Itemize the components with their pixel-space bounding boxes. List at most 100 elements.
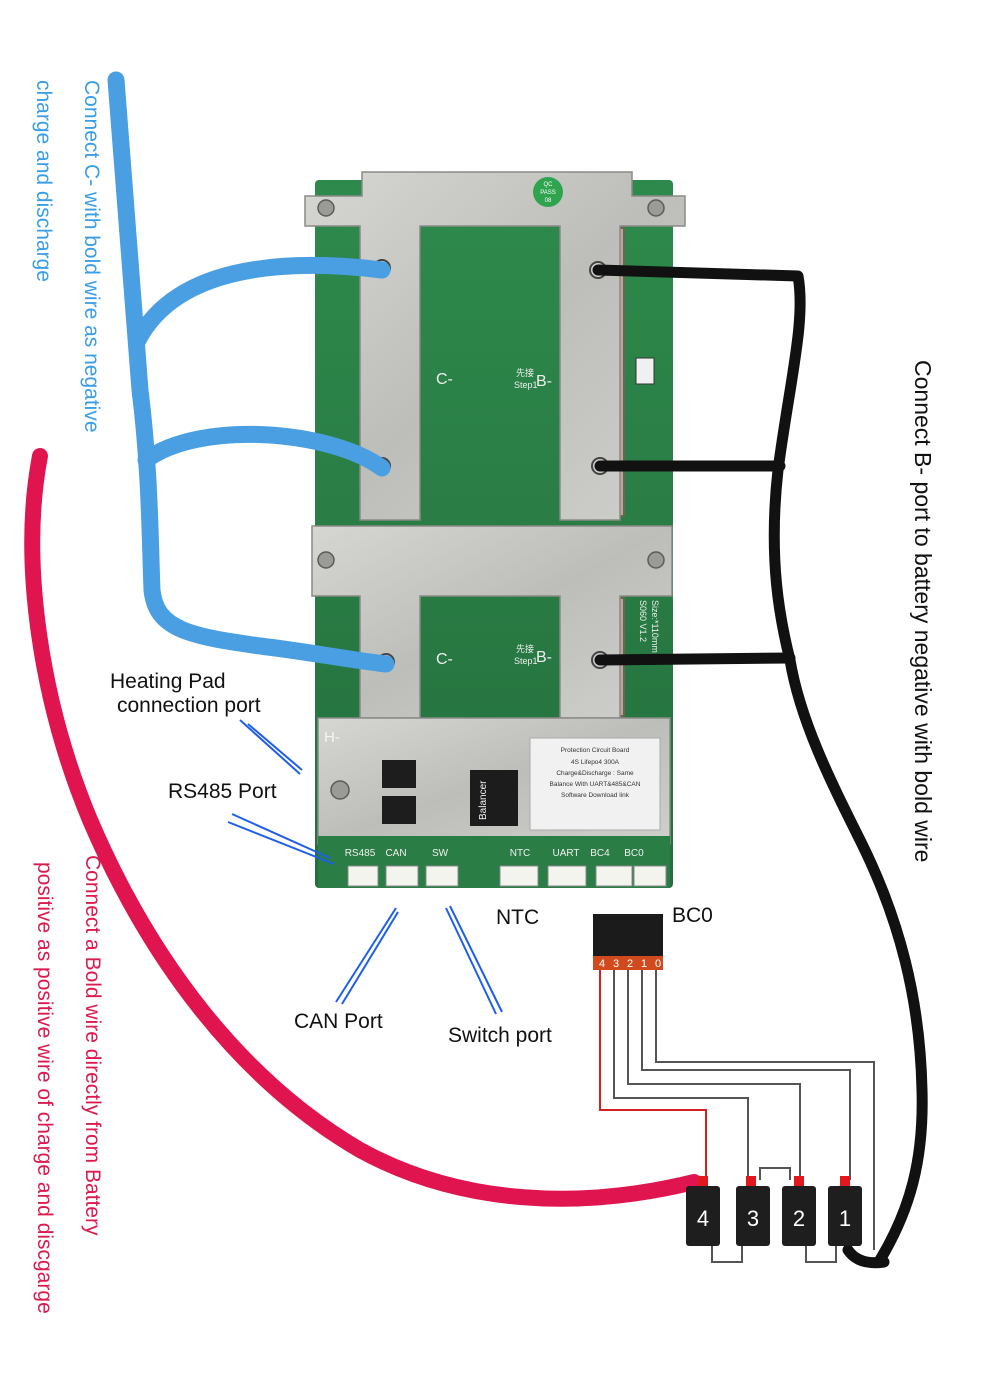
ntc-connector[interactable] <box>499 865 539 887</box>
heating-pad-arrow <box>239 719 301 775</box>
cell-4-terminal <box>698 1176 708 1186</box>
positive-note-line2: positive as positive wire of charge and … <box>33 862 56 1314</box>
plug-pin-2: 2 <box>627 958 633 970</box>
heating-pad-label-line1: Heating Pad <box>110 670 226 693</box>
product-label-line2: Charge&Discharge : Same <box>556 770 634 777</box>
positive-note-line1: Connect a Bold wire directly from Batter… <box>81 855 104 1236</box>
rs485-port-label: RS485 Port <box>168 780 277 803</box>
mosfet-chips <box>382 760 416 824</box>
plug-pin-4: 4 <box>599 958 605 970</box>
rs485-arrow-2 <box>227 821 335 865</box>
b-minus-branch-bottom <box>594 652 796 666</box>
port-label-uart: UART <box>552 848 579 859</box>
c-minus-main-wire <box>107 71 395 673</box>
qc-stamp-line3: 08 <box>545 198 552 204</box>
cell-1-label: 1 <box>839 1206 851 1231</box>
b-minus-wires <box>592 264 928 1269</box>
balancer-chip <box>470 770 518 826</box>
plate-screws <box>317 199 665 800</box>
c-minus-branch-top <box>129 256 391 349</box>
cell-3-label: 3 <box>747 1206 759 1231</box>
plug-pin-0: 0 <box>655 958 661 970</box>
balance-leads <box>599 970 875 1250</box>
cell-3-terminal <box>746 1176 756 1186</box>
cell-4-label: 4 <box>697 1206 709 1231</box>
port-label-bc0: BC0 <box>624 848 644 859</box>
cell-3 <box>736 1186 770 1246</box>
port-labels: RS485 CAN SW NTC UART BC4 BC0 <box>345 848 644 859</box>
b-minus-cell-link <box>842 1244 890 1269</box>
product-label: Protection Circuit Board 4S Lifepo4 300A… <box>529 737 661 831</box>
balance-lead-0 <box>655 970 875 1250</box>
product-label-line3: Balance With UART&485&CAN <box>550 781 641 788</box>
product-label-line4: Software Download link <box>561 792 630 799</box>
plug-pin-1: 1 <box>641 958 647 970</box>
heating-pad-label-line2: connection port <box>117 694 261 717</box>
balance-plug: 4 3 2 1 0 <box>593 914 663 970</box>
first-connect-label-bottom: 先接 <box>516 643 534 654</box>
balance-lead-2 <box>627 970 801 1180</box>
qc-stamp-line2: PASS <box>540 190 556 196</box>
step-label-bottom: Step1 <box>514 656 538 666</box>
cell-4 <box>686 1186 720 1246</box>
port-label-can: CAN <box>385 848 406 859</box>
battery-cells: 4 3 2 1 <box>686 1167 862 1263</box>
c-minus-note-line2: charge and discharge <box>32 80 55 282</box>
port-label-ntc: NTC <box>510 848 531 859</box>
b-minus-label-top: B- <box>536 373 552 390</box>
sw-connector[interactable] <box>425 865 459 887</box>
qc-stamp-line1: QC <box>544 182 554 188</box>
cell-2-terminal <box>794 1176 804 1186</box>
can-connector[interactable] <box>385 865 419 887</box>
port-label-sw: SW <box>432 848 449 859</box>
cell-series-links <box>711 1167 837 1263</box>
protection-board: QC PASS 08 C- C- 先接 Step1 B- 先接 Step1 B-… <box>304 171 686 888</box>
switch-arrow-2 <box>449 905 503 1013</box>
uart-connector[interactable] <box>547 865 587 887</box>
product-label-title: Protection Circuit Board <box>561 747 630 754</box>
cell-2-label: 2 <box>793 1206 805 1231</box>
c-minus-label-top: C- <box>436 371 453 388</box>
c-minus-branch-middle <box>137 425 391 477</box>
qc-pass-stamp: QC PASS 08 <box>533 177 563 207</box>
can-port-label: CAN Port <box>294 1010 383 1033</box>
balance-lead-3 <box>613 970 749 1180</box>
can-arrow-2 <box>341 911 399 1005</box>
rs485-connector[interactable] <box>347 865 379 887</box>
switch-port-label: Switch port <box>448 1024 552 1047</box>
rs485-arrow <box>231 813 331 859</box>
positive-wire <box>24 448 702 1207</box>
version-label: S060 V1.2 <box>638 600 648 642</box>
b-minus-label-bottom: B- <box>536 649 552 666</box>
cell-2 <box>782 1186 816 1246</box>
callout-arrows <box>227 719 503 1015</box>
heating-pad-arrow-2 <box>247 723 303 771</box>
step-label-top: Step1 <box>514 380 538 390</box>
port-label-rs485: RS485 <box>345 848 376 859</box>
c-minus-note-line1: Connect C- with bold wire as negative <box>80 80 103 433</box>
bc4-connector[interactable] <box>595 865 633 887</box>
h-minus-label: H- <box>324 729 340 746</box>
plug-pin-3: 3 <box>613 958 619 970</box>
balance-lead-4 <box>599 970 707 1180</box>
switch-arrow <box>445 907 497 1015</box>
cell-1-terminal <box>840 1176 850 1186</box>
bc0-label: BC0 <box>672 904 713 927</box>
bc0-connector[interactable] <box>633 865 667 887</box>
port-connectors <box>347 865 667 887</box>
port-label-bc4: BC4 <box>590 848 610 859</box>
ntc-label: NTC <box>496 906 540 929</box>
metal-plate-top <box>304 171 686 521</box>
can-arrow <box>335 907 397 1003</box>
product-label-line1: 4S Lifepo4 300A <box>571 759 620 766</box>
first-connect-label-top: 先接 <box>516 367 534 378</box>
b-minus-main-wire <box>592 264 928 1266</box>
balance-lead-1 <box>641 970 851 1180</box>
metal-plate-middle <box>311 525 673 719</box>
cell-1 <box>828 1186 862 1246</box>
b-minus-note: Connect B- port to battery negative with… <box>910 360 936 863</box>
size-label: Size:*110mm <box>650 600 660 653</box>
c-minus-wires <box>107 71 395 673</box>
balancer-label: Balancer <box>478 780 489 820</box>
